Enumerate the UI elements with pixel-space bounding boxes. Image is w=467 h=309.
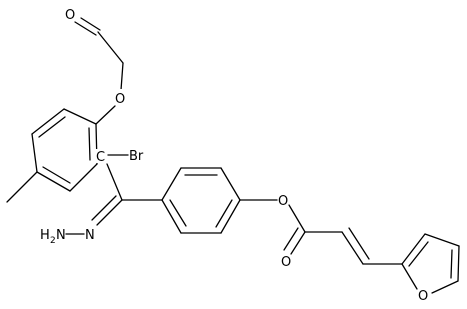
ring1-bond-2-inner bbox=[38, 116, 66, 138]
atom-br: Br bbox=[129, 149, 144, 164]
ring2-bond-6 bbox=[161, 199, 182, 234]
ring1-bond-4-inner bbox=[42, 166, 71, 184]
bond-o-ring bbox=[95, 105, 116, 125]
bond-o-carbonyl bbox=[288, 204, 306, 233]
furan-bond-1 bbox=[401, 233, 426, 265]
furan-bond-1-inner bbox=[408, 241, 429, 267]
furan-bond-3-inner bbox=[450, 249, 453, 279]
ring1-bond-2 bbox=[31, 108, 65, 135]
ring2-bond-6-inner bbox=[169, 199, 187, 227]
bond-carbonyl-double-a bbox=[290, 231, 306, 255]
atom-n-hydrazone: N bbox=[85, 228, 95, 243]
ring1-bond-6-inner bbox=[88, 127, 91, 161]
bond-carbonyl-double-b bbox=[283, 227, 299, 251]
atom-nh2-subscript: 2 bbox=[50, 236, 56, 246]
ring1-bond-3 bbox=[31, 133, 38, 173]
bond-cn-double-a bbox=[96, 199, 123, 226]
atom-o-aldehyde: O bbox=[65, 8, 75, 23]
ring2-bond-3 bbox=[220, 167, 241, 201]
ring1-bond-5 bbox=[69, 163, 98, 192]
ring2-bond-4-inner bbox=[215, 199, 233, 228]
bond-aldehyde-co-a bbox=[74, 21, 97, 36]
bond-cho-ch2 bbox=[97, 31, 124, 64]
furan-bond-2 bbox=[424, 233, 460, 247]
bond-vinyl-double-a bbox=[341, 231, 364, 265]
atom-o-ester: O bbox=[278, 194, 288, 209]
atom-nh2-n: N bbox=[56, 228, 66, 243]
bond-layer bbox=[6, 17, 460, 294]
atom-o-furan: O bbox=[418, 289, 428, 304]
furan-bond-5 bbox=[401, 263, 418, 290]
ring2-bond-1 bbox=[161, 167, 182, 201]
atom-label-layer: O O Br C N H 2 N O O O bbox=[40, 8, 428, 304]
furan-bond-3 bbox=[457, 245, 460, 282]
bond-c-cn bbox=[106, 163, 123, 201]
ring2-bond-4 bbox=[220, 199, 241, 234]
atom-o-carbonyl: O bbox=[281, 255, 291, 270]
ring1-bond-4 bbox=[36, 171, 71, 192]
bond-aldehyde-co-b bbox=[80, 17, 101, 31]
atom-c-center: C bbox=[96, 150, 105, 165]
bond-vinyl-double-b bbox=[348, 227, 370, 260]
bond-cn-double-b bbox=[91, 195, 117, 221]
bond-methyl bbox=[6, 171, 38, 203]
bond-ch2-o bbox=[120, 62, 124, 91]
atom-o-ether: O bbox=[115, 92, 125, 107]
atom-nh2-h: H bbox=[40, 228, 50, 243]
ring1-bond-1 bbox=[63, 108, 97, 125]
furan-bond-4 bbox=[431, 280, 459, 294]
